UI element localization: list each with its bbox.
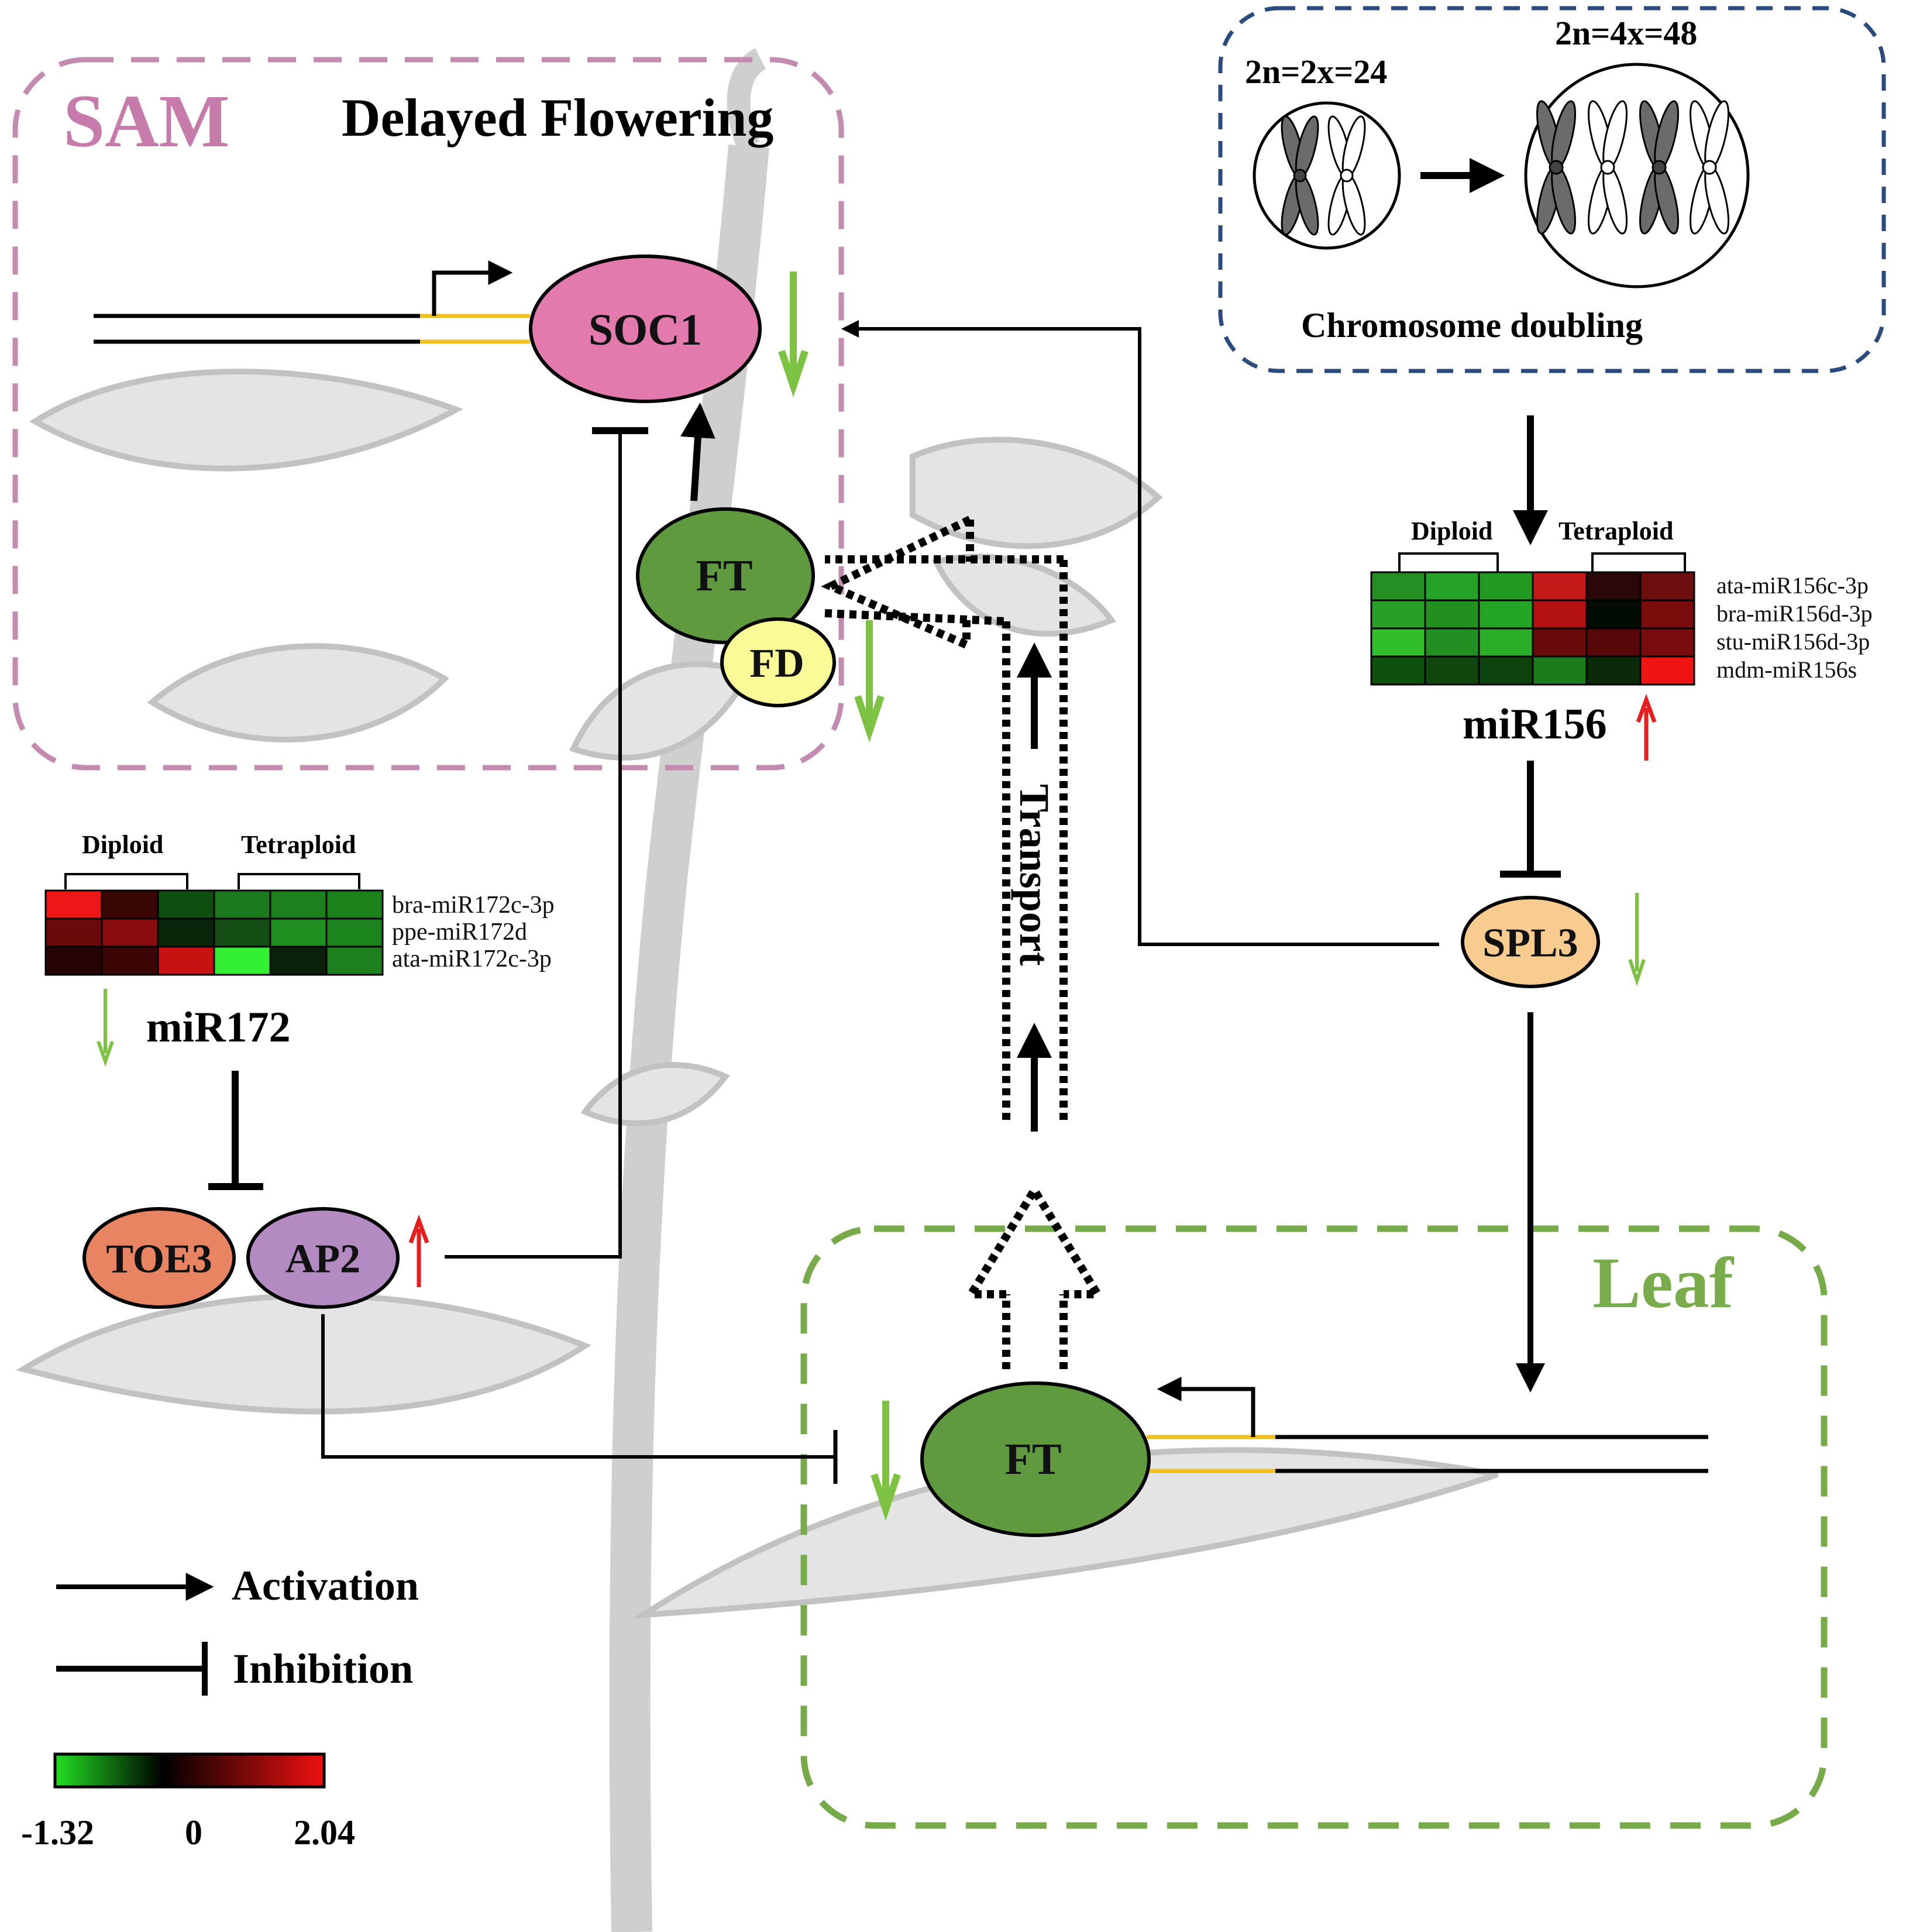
- legend-scale-min: -1.32: [21, 1813, 94, 1852]
- ft-leaf-node: FT: [920, 1381, 1151, 1537]
- legend: Activation Inhibition -1.32 0 2.04: [21, 1562, 419, 1852]
- svg-text:TOE3: TOE3: [106, 1237, 212, 1282]
- transport-label: Transport: [1011, 784, 1058, 966]
- leaf-region-box: [800, 1225, 1828, 1829]
- fd-node: FD: [720, 617, 836, 707]
- mir156-title: miR156: [1463, 700, 1607, 748]
- ft-leaf-gene: [1147, 1377, 1708, 1473]
- mir156-row-2: bra-miR156d-3p: [1716, 600, 1873, 627]
- ap2-node: AP2: [246, 1207, 400, 1309]
- legend-activation-label: Activation: [232, 1562, 419, 1609]
- soc1-gene: [94, 260, 530, 344]
- mir156-row-1: ata-miR156c-3p: [1716, 572, 1869, 599]
- toe3-node: TOE3: [82, 1207, 236, 1309]
- spl3-activates-soc1: [841, 320, 1439, 946]
- mir172-heatmap: Diploid Tetraploid bra-miR172c-3p ppe-mi…: [44, 830, 555, 976]
- mir172-row-2: ppe-miR172d: [392, 919, 527, 946]
- chromosome-doubling-label: Chromosome doubling: [1301, 306, 1643, 345]
- legend-inhibition-label: Inhibition: [233, 1645, 413, 1692]
- plant-background-sketch: [16, 48, 1499, 1932]
- spl3-down-arrowhead: [1628, 959, 1646, 986]
- diploid-cell: [1253, 101, 1401, 250]
- mir172-down-arrowhead: [97, 1041, 114, 1067]
- mir172-title: miR172: [146, 1003, 291, 1051]
- chromosome-region-box: [1218, 6, 1886, 373]
- svg-text:FT: FT: [696, 551, 752, 600]
- ft-fd-down-arrowhead: [854, 695, 885, 742]
- legend-scale-mid: 0: [185, 1813, 202, 1852]
- mir172-row-3: ata-miR172c-3p: [392, 946, 552, 972]
- leaf-title: Leaf: [1592, 1243, 1735, 1323]
- delayed-flowering-title: Delayed Flowering: [342, 88, 773, 147]
- mir172-row-1: bra-miR172c-3p: [392, 892, 555, 919]
- legend-color-scale: [53, 1752, 326, 1789]
- svg-text:AP2: AP2: [285, 1237, 360, 1282]
- sam-region-box: [12, 57, 844, 771]
- svg-text:SPL3: SPL3: [1482, 921, 1578, 966]
- soc1-node: SOC1: [529, 255, 762, 403]
- transport-arrow: [821, 515, 1105, 1369]
- legend-scale-max: 2.04: [294, 1813, 355, 1852]
- mir156-row-4: mdm-miR156s: [1716, 656, 1857, 683]
- tetraploid-formula: 2n=4x=48: [1555, 14, 1697, 52]
- svg-text:FD: FD: [749, 641, 804, 686]
- mir156-diploid-label: Diploid: [1411, 517, 1492, 545]
- mir156-row-3: stu-miR156d-3p: [1716, 628, 1870, 655]
- mir156-heatmap: Diploid Tetraploid ata-miR156c-3p bra-mi…: [1370, 517, 1873, 686]
- mir156-up-arrowhead: [1636, 693, 1657, 723]
- ft-activates-soc1: [680, 403, 715, 501]
- mir172-diploid-label: Diploid: [82, 830, 163, 859]
- mir156-tetraploid-label: Tetraploid: [1558, 517, 1673, 545]
- ap2-inhibits-leaf-ft: [321, 1314, 835, 1459]
- diploid-formula: 2n=2x=24: [1245, 53, 1387, 91]
- svg-text:FT: FT: [1004, 1435, 1061, 1484]
- soc1-down-arrowhead: [778, 350, 808, 397]
- ft-leaf-down-arrowhead: [871, 1473, 901, 1521]
- ap2-up-arrowhead: [408, 1214, 429, 1244]
- sam-title: SAM: [63, 80, 229, 163]
- spl3-node: SPL3: [1461, 896, 1600, 988]
- ft-sam-node: FT: [636, 507, 815, 644]
- svg-text:SOC1: SOC1: [589, 305, 702, 355]
- diploid-chromosomes: [1281, 115, 1366, 236]
- mir172-tetraploid-label: Tetraploid: [241, 830, 356, 859]
- ap2-inhibits-soc1: [445, 431, 622, 1259]
- tetraploid-chromosomes: [1536, 100, 1729, 235]
